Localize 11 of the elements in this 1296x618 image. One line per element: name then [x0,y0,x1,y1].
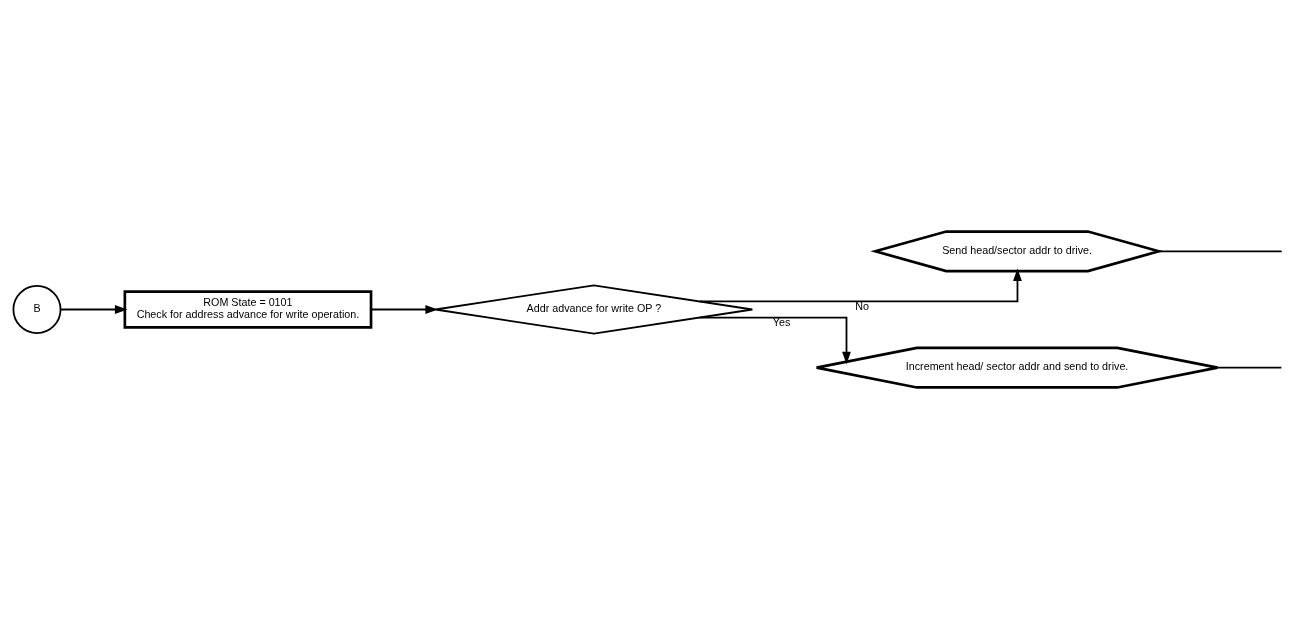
edge-label: Yes [772,315,791,328]
edge-label: No [855,299,869,312]
arrow [698,316,851,364]
arrow [59,304,128,314]
arrow [698,267,1022,302]
arrow [370,304,438,314]
connector [1216,366,1283,369]
connector [1158,249,1283,252]
node-diamond: Addr advance for write OP ? [434,283,754,335]
node-circle: B [12,284,62,334]
node-box: ROM State = 0101 Check for address advance for write operation. [123,289,373,329]
